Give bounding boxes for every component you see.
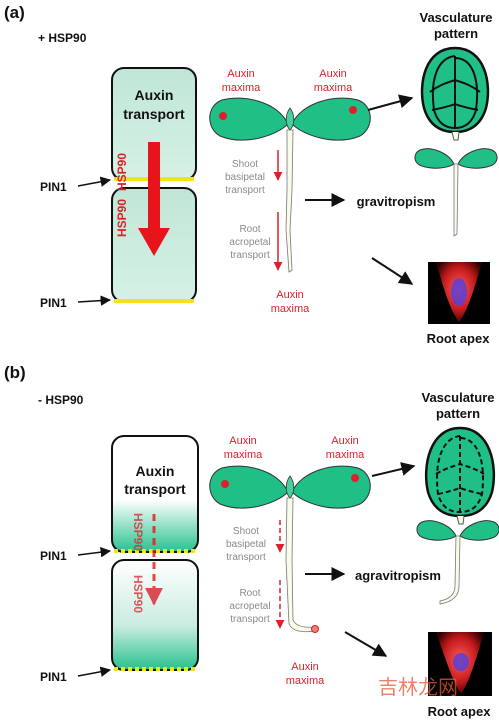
root-apex-image-a [428,262,490,324]
arrow-to-root-apex [344,631,388,657]
auxin-maxima-left-line2: maxima [222,82,261,94]
auxin-maxima-right-line1: Auxin [331,435,359,447]
pin1-pointer-upper [77,546,112,558]
pin1-pointer-lower [77,666,112,677]
root-apex-image-b [428,632,492,696]
shoot-apex [285,107,295,131]
cell-lower [111,559,199,671]
root-acropetal-line2: acropetal [229,601,270,612]
vasculature-label-line2: pattern [434,26,478,41]
agravitropism-label: agravitropism [355,568,441,583]
cell-title-line1: Auxin [136,463,175,479]
auxin-maximum-right [349,106,357,114]
arrow-to-vasculature [371,462,416,477]
cell-title-line2: transport [123,106,185,122]
shoot-basipetal-line3: transport [226,552,266,563]
hsp90-label-lower: HSP90 [131,575,145,613]
panel-a: (a) + HSP90 Auxin transport HSP90 HSP90 … [4,3,498,346]
gravitropism-label: gravitropism [357,194,436,209]
auxin-maxima-right-line2: maxima [326,449,365,461]
watermark: 吉林龙网 [378,676,458,699]
auxin-maximum-root [311,625,319,633]
small-seedling-b [416,520,499,605]
hypocotyl-root [285,129,294,273]
hypocotyl-root-bent [285,497,315,633]
vasculature-label-line1: Vasculature [422,390,495,405]
root-acropetal-line1: Root [239,224,260,235]
auxin-maxima-left-line1: Auxin [229,435,257,447]
cotyledon-right [291,465,371,509]
seedling-b [209,465,371,633]
shoot-apex [285,475,295,499]
auxin-maximum-left [219,112,227,120]
pin1-label-lower: PIN1 [40,296,67,310]
auxin-maxima-root-line2: maxima [286,675,325,687]
shoot-basipetal-line1: Shoot [233,526,259,537]
shoot-basipetal-line3: transport [225,185,265,196]
root-acropetal-line3: transport [230,614,270,625]
auxin-maxima-right-line1: Auxin [319,68,347,80]
pin1-pointer-lower [77,295,112,306]
auxin-maxima-right-line2: maxima [314,82,353,94]
panel-b-condition: - HSP90 [38,393,84,407]
arrow-to-vasculature [367,94,414,111]
root-apex-label: Root apex [427,331,491,346]
auxin-maximum-right [351,474,359,482]
auxin-flow-arrow [138,142,170,256]
auxin-maxima-left-line1: Auxin [227,68,255,80]
panel-b: (b) - HSP90 Auxin transport HSP90 HSP90 … [4,363,499,719]
vasculature-label-line2: pattern [436,406,480,421]
hsp90-label-lower: HSP90 [115,199,129,237]
auxin-maxima-root-line1: Auxin [291,661,319,673]
root-acropetal-line3: transport [230,250,270,261]
pin1-label-upper: PIN1 [40,549,67,563]
shoot-basipetal-line1: Shoot [232,159,258,170]
auxin-maxima-root-line1: Auxin [276,289,304,301]
hsp90-label-upper: HSP90 [115,153,129,191]
cotyledon-left [209,465,289,509]
panel-a-label: (a) [4,3,25,22]
vasculature-label-line1: Vasculature [420,10,493,25]
small-seedling-a [414,148,498,237]
pin1-pointer-upper [77,176,112,187]
auxin-maximum-left [221,480,229,488]
pin1-label-upper: PIN1 [40,180,67,194]
seedling-a [209,97,371,273]
cell-title-line2: transport [124,481,186,497]
vasculature-leaf-b [424,426,496,525]
cotyledon-left [209,97,289,141]
cotyledon-right [291,97,371,141]
root-acropetal-line1: Root [239,588,260,599]
pin1-label-lower: PIN1 [40,670,67,684]
cell-title-line1: Auxin [135,87,174,103]
vasculature-leaf-a [420,46,490,141]
panel-a-condition: + HSP90 [38,31,87,45]
shoot-basipetal-line2: basipetal [226,539,266,550]
arrow-to-root-apex [371,257,414,285]
auxin-maxima-left-line2: maxima [224,449,263,461]
shoot-basipetal-line2: basipetal [225,172,265,183]
panel-b-label: (b) [4,363,26,382]
root-apex-label: Root apex [428,704,492,719]
root-acropetal-line2: acropetal [229,237,270,248]
auxin-maxima-root-line2: maxima [271,303,310,315]
hsp90-label-upper: HSP90 [131,513,145,551]
